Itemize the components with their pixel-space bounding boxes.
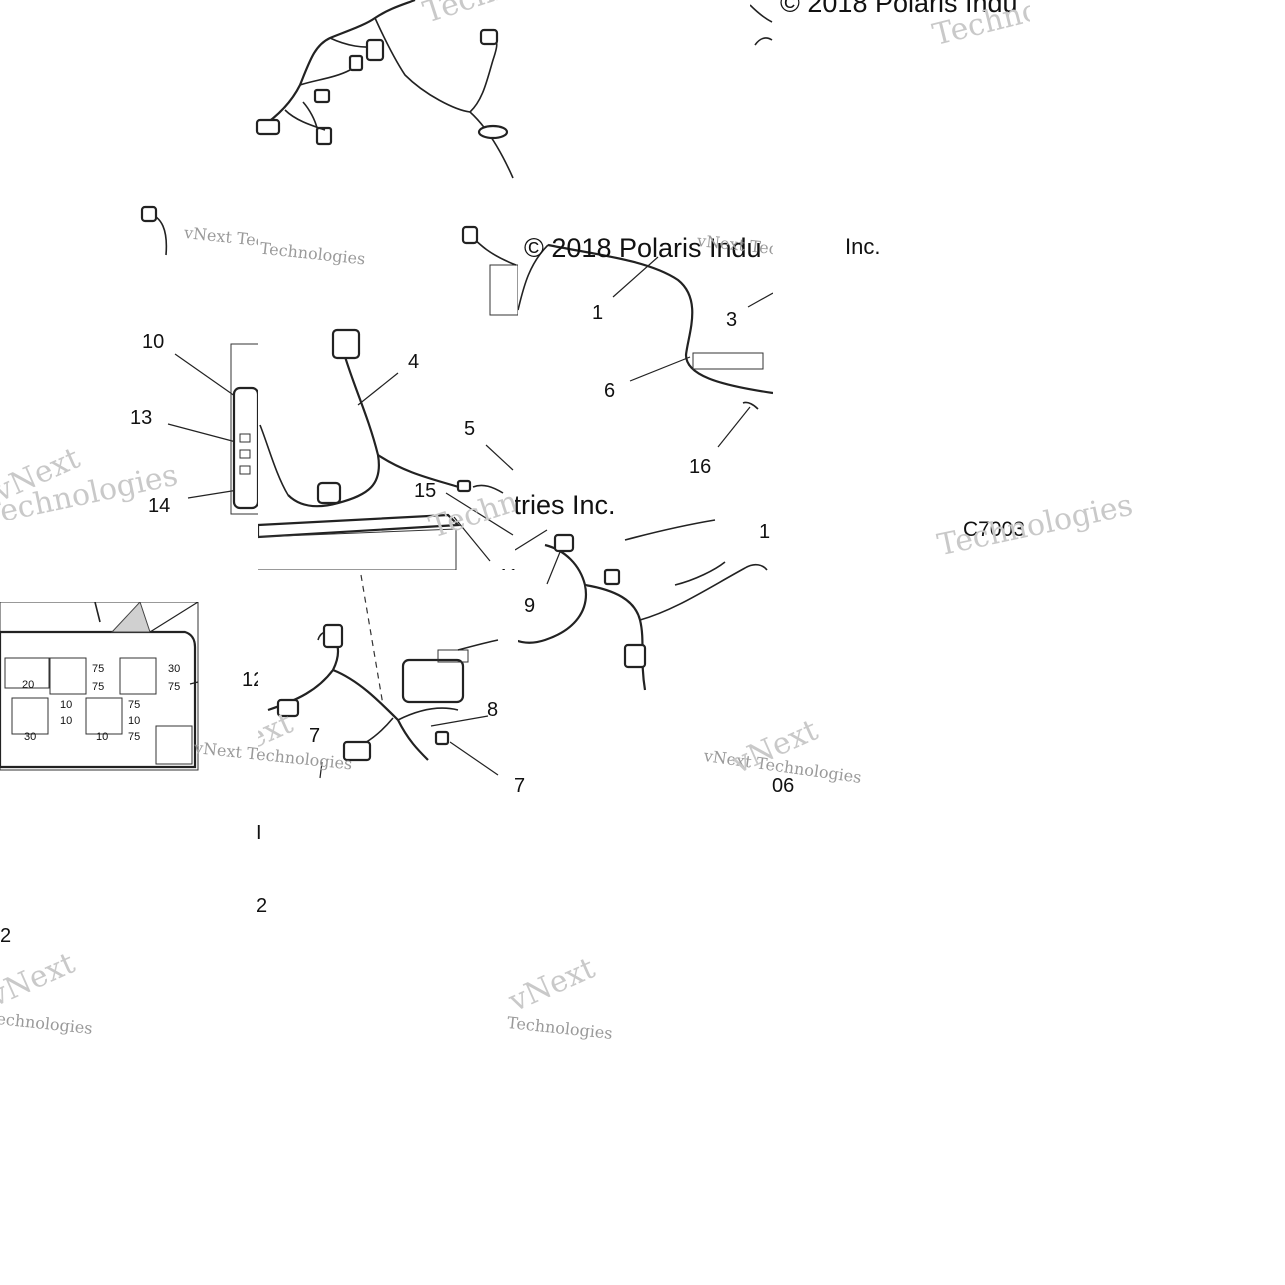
watermark-fragment-center-tech: Technologies (506, 1013, 614, 1043)
copyright-lower: stries Inc. (515, 490, 616, 520)
callout-15: 15 (414, 480, 437, 502)
watermark-fragment-left-tech: Technologies (0, 1008, 94, 1038)
fuse-label-7: 10 (60, 699, 73, 711)
upper-harness-drawing (255, 0, 514, 179)
callout-16: 16 (689, 456, 712, 478)
watermark-fragment-center: vNext (503, 950, 601, 1020)
leader-6 (629, 356, 691, 382)
fuse-label-4: 75 (92, 681, 105, 693)
leader-4 (357, 372, 399, 406)
callout-3: 3 (726, 309, 738, 331)
fuse-label-6: 30 (168, 663, 181, 675)
fuse-label-9: 75 (168, 681, 181, 693)
leader-16 (717, 406, 751, 448)
copyright-middle: © 2018 Polaris Indu (524, 233, 762, 263)
lower-right-harness-tile: stries Inc. 9 1 vNext Technologies (515, 490, 770, 720)
upper-harness-tile: Technologies (255, 0, 515, 182)
leader-8 (430, 715, 489, 727)
callout-06: 06 (772, 775, 795, 797)
leader-1 (612, 256, 659, 298)
callout-5: 5 (464, 418, 476, 440)
callout-4: 4 (408, 351, 420, 373)
lower-center-harness-tile: 8 7 vNext (258, 570, 518, 780)
callout-10: 10 (142, 331, 165, 353)
fuse-label-2: 30 (24, 731, 37, 743)
callout-14: 14 (148, 495, 171, 517)
fuse-label-8: 10 (60, 715, 73, 727)
leader-7b (319, 761, 323, 779)
diagram-code: C7003 (963, 518, 1025, 541)
fuse-label-1: 20 (22, 679, 35, 691)
fuse-label-12: 75 (128, 731, 141, 743)
callout-7b: 7 (514, 775, 526, 797)
fuse-label-10: 10 (96, 731, 109, 743)
small-connector-tile: vNext Technologies (140, 205, 258, 257)
fuse-box-callout-tile: 10 13 14 vNext Technologies (0, 330, 258, 520)
leader-3 (747, 292, 773, 308)
callout-fragment-i: I (256, 822, 262, 844)
callout-7a: 7 (309, 725, 321, 747)
center-harness-tile: 4 5 15 11 vNext Technologies Technologie… (258, 225, 518, 575)
watermark-fragment-left: vNext (0, 945, 81, 1015)
leader-7 (449, 741, 499, 776)
copyright-middle-tail: Inc. (845, 234, 881, 259)
callout-8: 8 (487, 699, 499, 721)
callout-1: 1 (592, 302, 604, 324)
callout-fragment-2b: 2 (0, 925, 12, 947)
callout-fragment-2a: 2 (256, 895, 268, 917)
fuse-label-3: 75 (92, 663, 105, 675)
leader-15 (445, 492, 514, 536)
right-harness-tile: © 2018 Polaris Indu 1 3 6 16 vNext Techn… (518, 225, 773, 515)
copyright-top: © 2018 Polaris Indu (780, 0, 1018, 18)
callout-13: 13 (130, 407, 153, 429)
callout-1b: 1 (759, 521, 770, 543)
fuse-label-11: 10 (128, 715, 141, 727)
leader-11b (515, 529, 548, 551)
leader-13 (167, 423, 237, 443)
watermark-tech-code: Technologies (934, 487, 1136, 564)
callout-6: 6 (604, 380, 616, 402)
leader-14 (187, 489, 239, 499)
callout-9: 9 (524, 595, 536, 617)
fuse-box-tile: 20 30 75 75 75 30 10 10 75 10 10 75 (0, 602, 200, 772)
leader-11 (453, 516, 491, 562)
fuse-label-5: 75 (128, 699, 141, 711)
leader-9 (546, 551, 561, 585)
top-right-tile: © 2018 Polaris Indu Technologies (750, 0, 1030, 60)
leader-5 (485, 444, 514, 471)
